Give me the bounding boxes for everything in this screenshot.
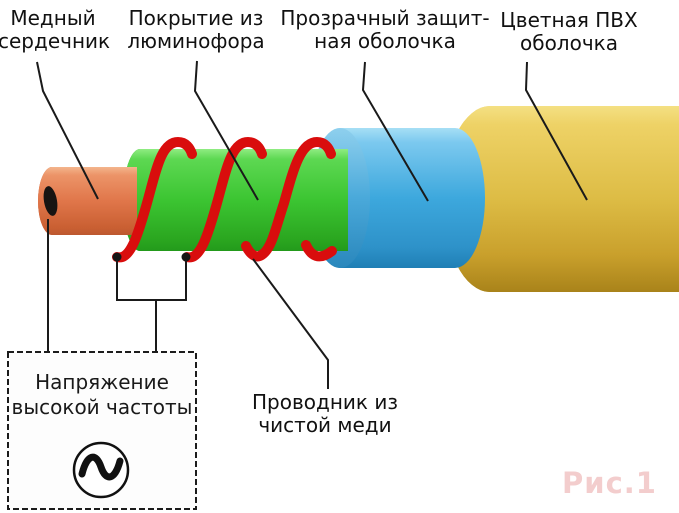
copper-core-cylinder [38,167,137,235]
label-transparent-sheath: Прозрачный защит- ная оболочка [277,7,493,53]
label-voltage-source-line2: высокой частоты [11,395,193,419]
leader-transparent-sheath [362,61,429,202]
label-transparent-sheath-line1: Прозрачный защит- [280,6,490,30]
wire-terminal-dot-left [112,252,122,262]
label-copper-core-line2: сердечник [0,29,111,53]
figure-caption: Рис.1 [562,466,657,500]
label-voltage-source-line1: Напряжение [35,370,169,394]
label-copper-core: Медный сердечник [0,6,111,53]
leader-conductor [252,258,329,389]
pvc-sheath-cylinder [443,106,679,292]
label-pvc-sheath: Цветная ПВХ оболочка [499,9,639,55]
label-conductor-line2: чистой меди [258,413,392,437]
label-voltage-source: Напряжение высокой частоты [9,370,195,420]
label-pvc-sheath-line2: оболочка [520,31,618,55]
label-conductor-line1: Проводник из [252,390,398,414]
wire-terminal-dot-right [181,252,191,262]
label-pure-copper-conductor: Проводник из чистой меди [248,391,402,437]
label-copper-core-line1: Медный [10,6,96,30]
sine-wave-icon [78,453,124,481]
copper-wire-spiral [112,136,337,263]
leader-phosphor [194,60,259,201]
label-transparent-sheath-line2: ная оболочка [314,29,456,53]
connector-wires [47,219,187,352]
label-phosphor-line2: люминофора [127,29,265,53]
leader-lines [36,60,588,389]
leader-copper-core [36,61,99,200]
connector-wire-spiral [116,260,187,301]
label-pvc-sheath-line1: Цветная ПВХ [500,8,638,32]
label-phosphor-line1: Покрытие из [128,6,264,30]
ac-source-icon [72,441,130,499]
leader-pvc-sheath [525,61,588,201]
copper-core-tip [43,186,58,216]
label-phosphor-coating: Покрытие из люминофора [126,7,266,53]
